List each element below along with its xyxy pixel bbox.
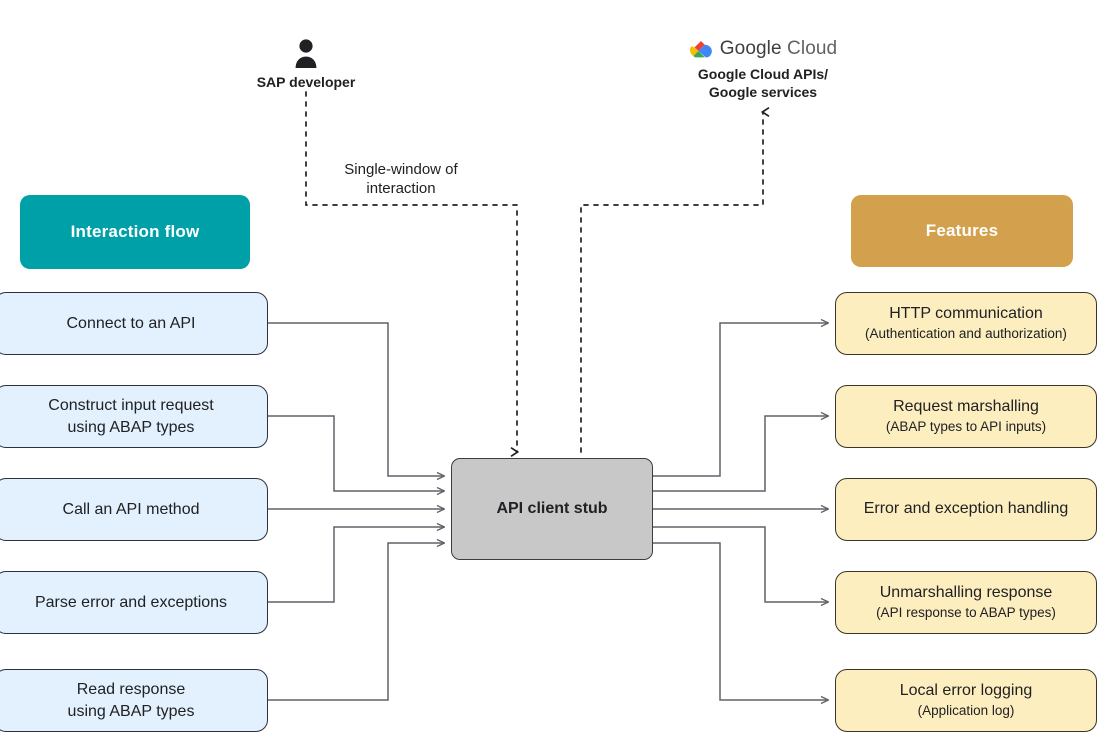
flow-box-read-response[interactable]: Read response using ABAP types: [0, 669, 268, 732]
feature-box-label: Local error logging: [899, 682, 1033, 700]
flow-box-label: Call an API method: [62, 500, 200, 518]
section-header-interaction-flow: Interaction flow: [20, 195, 250, 269]
section-header-interaction-flow-label: Interaction flow: [70, 222, 200, 241]
feature-box-label: Unmarshalling response: [879, 584, 1053, 602]
right-connectors: [653, 323, 828, 700]
feature-box-sublabel: (Authentication and authorization): [865, 326, 1067, 342]
google-cloud-wordmark: Google Cloud: [720, 38, 837, 60]
api-client-stub[interactable]: API client stub: [451, 458, 653, 560]
connector-request-marshalling: [653, 416, 828, 492]
connector-read-response: [268, 543, 444, 701]
api-client-stub-label: API client stub: [496, 500, 608, 517]
dashed-sap-developer-to-stub: [305, 91, 517, 452]
feature-box-label: Request marshalling: [893, 398, 1039, 416]
flow-box-call-an-api-method[interactable]: Call an API method: [0, 478, 268, 541]
feature-box-local-error-logging[interactable]: Local error logging (Application log): [835, 669, 1097, 732]
feature-box-http-communication[interactable]: HTTP communication (Authentication and a…: [835, 292, 1097, 355]
dashed-stub-to-google-cloud: [580, 112, 763, 453]
flow-box-label: Parse error and exceptions: [34, 593, 228, 611]
connector-http-communication: [653, 323, 828, 477]
flow-box-construct-input-request[interactable]: Construct input request using ABAP types: [0, 385, 268, 448]
google-cloud-wordmark-google: Google: [719, 38, 782, 59]
section-header-features: Features: [851, 195, 1073, 267]
google-cloud-logo: Google Cloud: [648, 38, 878, 60]
connector-unmarshalling-response: [653, 526, 828, 602]
connector-construct-input-request: [268, 415, 444, 491]
actor-google-cloud: Google Cloud Google Cloud APIs/ Google s…: [648, 38, 878, 101]
flow-box-parse-error-and-exceptions[interactable]: Parse error and exceptions: [0, 571, 268, 634]
feature-box-sublabel: (ABAP types to API inputs): [885, 419, 1047, 435]
section-header-features-label: Features: [925, 221, 999, 240]
connector-parse-error-exceptions: [268, 527, 444, 603]
flow-box-label: Read response using ABAP types: [67, 680, 195, 720]
actor-sap-developer: SAP developer: [236, 38, 376, 92]
feature-box-unmarshalling-response[interactable]: Unmarshalling response (API response to …: [835, 571, 1097, 634]
actor-google-cloud-label: Google Cloud APIs/ Google services: [697, 66, 829, 100]
flow-box-label: Construct input request using ABAP types: [48, 396, 214, 436]
feature-box-sublabel: (Application log): [917, 703, 1015, 719]
feature-box-request-marshalling[interactable]: Request marshalling (ABAP types to API i…: [835, 385, 1097, 448]
google-cloud-wordmark-cloud: Cloud: [787, 38, 838, 59]
feature-box-sublabel: (API response to ABAP types): [876, 605, 1056, 621]
feature-box-label: HTTP communication: [889, 305, 1043, 323]
connector-local-error-logging: [653, 542, 828, 700]
flow-box-connect-to-an-api[interactable]: Connect to an API: [0, 292, 268, 355]
left-connectors: [268, 322, 444, 701]
feature-box-label: Error and exception handling: [863, 500, 1069, 518]
person-icon: [295, 39, 317, 68]
note-single-window-of-interaction: Single-window of interaction: [344, 161, 458, 198]
connector-connect-to-api: [268, 322, 444, 476]
flow-box-label: Connect to an API: [66, 314, 196, 332]
google-cloud-logo-icon: [689, 40, 712, 58]
actor-sap-developer-label: SAP developer: [256, 74, 356, 90]
feature-box-error-and-exception-handling[interactable]: Error and exception handling: [835, 478, 1097, 541]
